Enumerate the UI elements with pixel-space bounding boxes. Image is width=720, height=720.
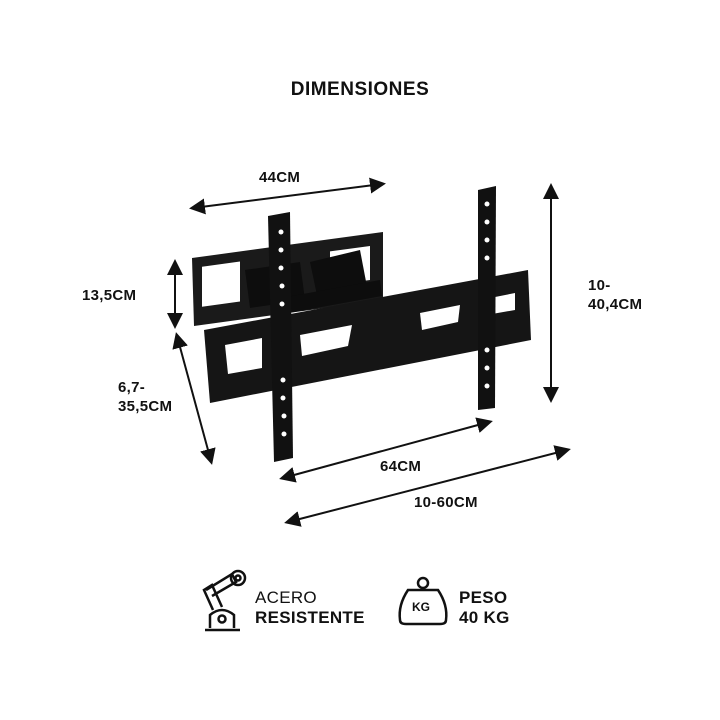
label-top-width: 44CM: [259, 169, 301, 186]
label-height-line2: 40,4CM: [588, 296, 643, 313]
label-height: 10- 40,4CM: [588, 276, 642, 314]
dimension-arrows: [167, 177, 571, 527]
label-rail-width: 64CM: [380, 458, 422, 475]
label-plate-height: 13,5CM: [82, 287, 137, 304]
robot-arm-icon: [202, 569, 247, 632]
feature-weight-line2: 40 KG: [459, 608, 510, 627]
kg-badge: KG: [412, 600, 430, 614]
label-depth-line1: 6,7-: [118, 379, 146, 396]
label-range-width: 10-60CM: [414, 494, 478, 511]
feature-steel-line1: ACERO: [255, 588, 317, 607]
vertical-rails: [268, 186, 496, 462]
feature-weight-line1: PESO: [459, 588, 508, 607]
feature-steel-line2: RESISTENTE: [255, 608, 365, 627]
feature-steel: ACERO RESISTENTE: [255, 588, 365, 628]
page-title: DIMENSIONES: [290, 79, 430, 100]
kettlebell-kg-icon: [398, 576, 448, 626]
feature-weight: PESO 40 KG: [459, 588, 510, 628]
label-depth: 6,7- 35,5CM: [118, 378, 172, 416]
label-height-line1: 10-: [588, 277, 611, 294]
label-depth-line2: 35,5CM: [118, 398, 173, 415]
